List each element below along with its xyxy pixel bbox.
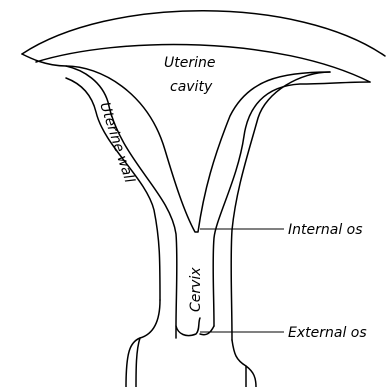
external-os-label: External os [288,325,367,341]
internal-os-label: Internal os [288,222,363,238]
right-uterine-wall-inner [231,72,330,340]
fundus-outer-outline [22,11,385,56]
left-uterine-wall-outline [22,54,177,338]
vaginal-left-wall [136,338,140,387]
cervix-lower-left-inner [176,318,200,336]
cervix-lower-right-inner [200,326,214,335]
cervix-label: Cervix [188,267,204,312]
right-uterine-wall-outline [213,82,370,326]
uterine-cavity-label-line2: cavity [170,79,213,95]
cervix-lower-right [232,340,256,387]
uterine-wall-label: Uterine wall [96,100,137,185]
uterine-cavity-label-line1: Uterine [164,55,215,71]
cervix-lower-left [126,300,160,387]
